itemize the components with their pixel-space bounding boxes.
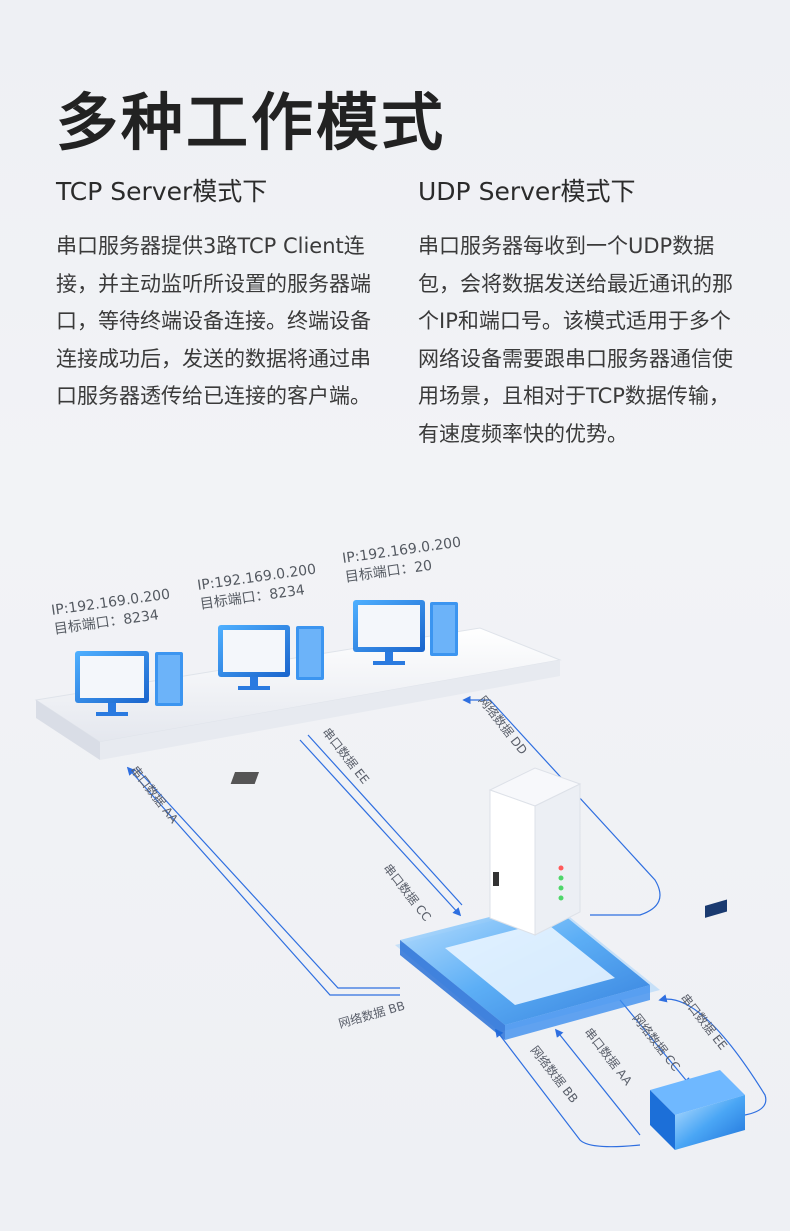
- page-title: 多种工作模式: [56, 86, 447, 159]
- flow-lines: [126, 695, 767, 1148]
- udp-section: UDP Server模式下 串口服务器每收到一个UDP数据包，会将数据发送给最近…: [418, 172, 748, 453]
- network-diagram: IP:192.169.0.200 目标端口：8234 IP:192.169.0.…: [34, 534, 767, 1150]
- flow-serial-ee-2: 串口数据 EE: [678, 991, 731, 1053]
- glass-platform: [395, 902, 660, 1040]
- tcp-section: TCP Server模式下 串口服务器提供3路TCP Client连接，并主动监…: [56, 172, 386, 416]
- serial-terminal-module: [650, 899, 745, 1150]
- udp-heading: UDP Server模式下: [418, 177, 636, 206]
- terminal-pc-3: [353, 600, 458, 665]
- udp-body: 串口服务器每收到一个UDP数据包，会将数据发送给最近通讯的那个IP和端口号。该模…: [418, 234, 733, 446]
- flow-serial-cc: 串口数据 CC: [381, 861, 435, 924]
- tcp-body: 串口服务器提供3路TCP Client连接，并主动监听所设置的服务器端口，等待终…: [56, 234, 371, 408]
- terminal-pc-1: [75, 651, 183, 716]
- flow-net-dd: 网络数据 DD: [476, 693, 531, 758]
- terminal-pc-2: [218, 625, 324, 690]
- flow-serial-aa: 串口数据 AA: [128, 763, 183, 827]
- flow-net-cc: 网络数据 CC: [630, 1011, 684, 1074]
- flow-serial-aa-2: 串口数据 AA: [582, 1025, 637, 1089]
- flow-net-bb: 网络数据 BB: [337, 998, 407, 1031]
- serial-server-device: [230, 767, 582, 936]
- terminal-shelf: [34, 627, 562, 760]
- tcp-heading: TCP Server模式下: [56, 177, 268, 206]
